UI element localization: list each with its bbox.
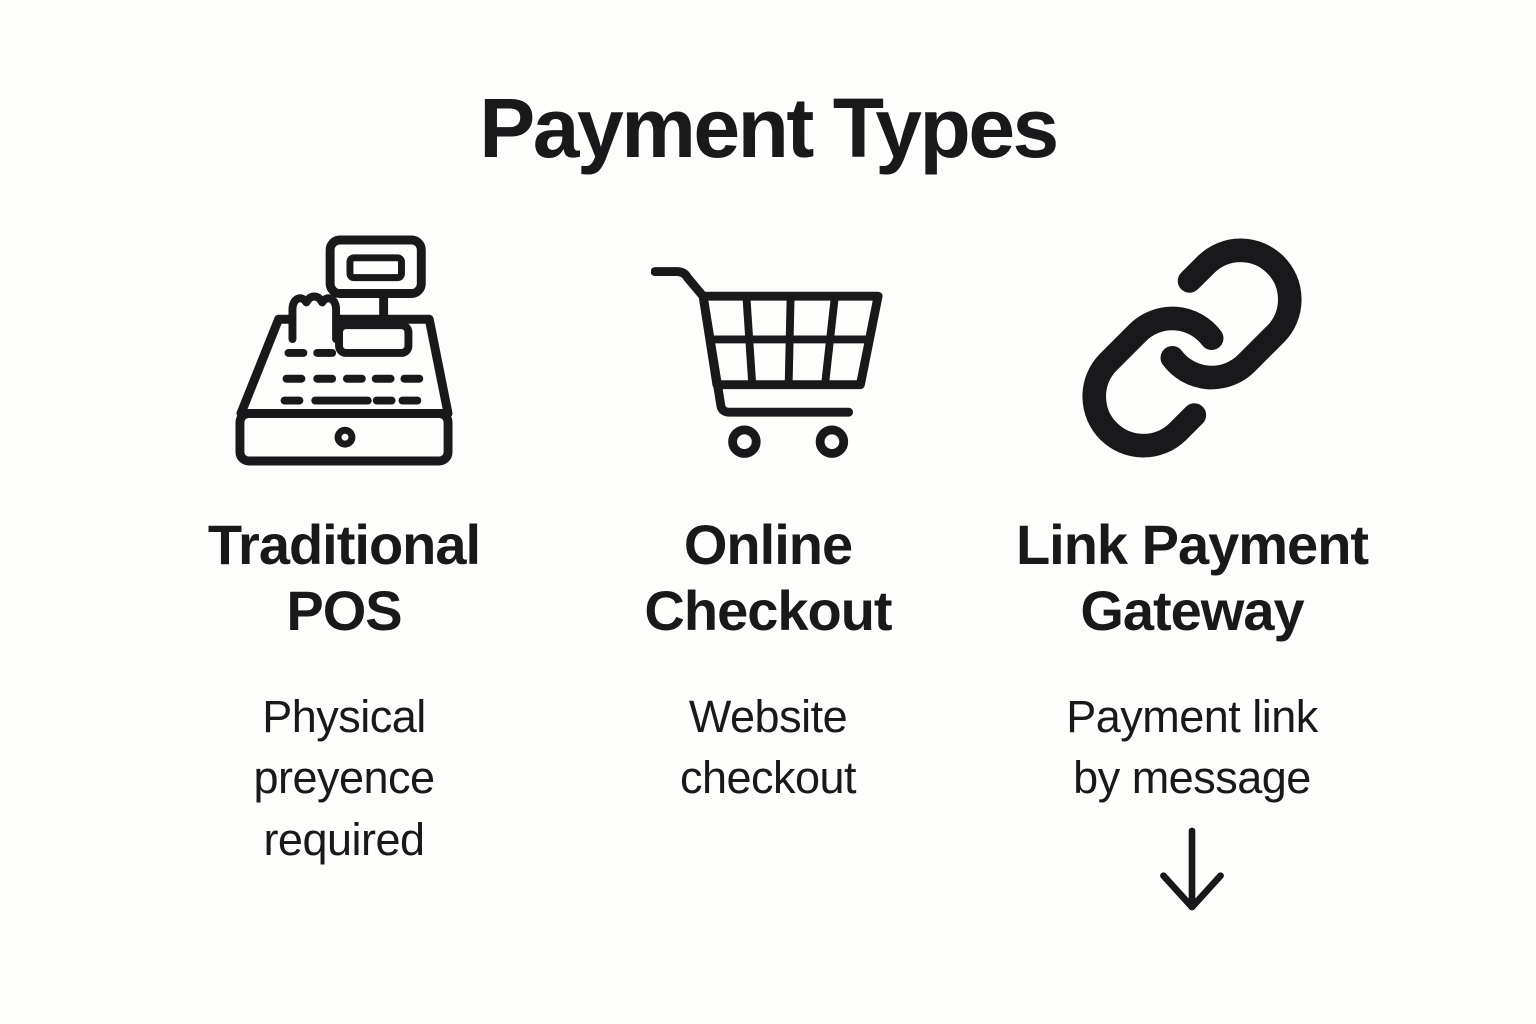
description-line: by message [1073, 752, 1311, 804]
column-description: Physical preyence required [253, 686, 435, 870]
description-line: Physical [262, 691, 426, 743]
cash-register-icon-svg [235, 235, 453, 466]
column-description: Website checkout [679, 686, 857, 808]
column-description: Payment link by message [1066, 686, 1318, 808]
column-heading: Online Checkout [644, 512, 892, 644]
down-arrow-icon-svg [1160, 827, 1224, 910]
shopping-cart-icon [651, 222, 885, 466]
link-icon [1074, 222, 1310, 466]
column-heading: Traditional POS [207, 512, 481, 644]
description-line: preyence [253, 752, 435, 804]
column-traditional-pos: Traditional POS Physical preyence requir… [132, 222, 556, 913]
column-online-checkout: Online Checkout Website checkout [556, 222, 980, 913]
description-line: Payment link [1066, 691, 1318, 743]
heading-line: POS [286, 579, 402, 643]
shopping-cart-icon-svg [651, 267, 883, 458]
description-line: Website [688, 691, 848, 743]
heading-line: Checkout [644, 579, 892, 643]
description-line: checkout [679, 752, 857, 804]
description-line: required [263, 813, 425, 865]
down-arrow-icon [1152, 825, 1232, 913]
heading-line: Traditional [207, 513, 481, 576]
cash-register-icon [234, 222, 454, 466]
column-link-payment-gateway: Link Payment Gateway Payment link by mes… [980, 222, 1404, 913]
payment-type-columns: Traditional POS Physical preyence requir… [0, 222, 1536, 913]
link-icon-svg [1082, 238, 1302, 458]
heading-line: Link Payment [1015, 513, 1369, 576]
heading-line: Gateway [1080, 579, 1304, 643]
column-heading: Link Payment Gateway [1015, 512, 1369, 644]
heading-line: Online [683, 513, 853, 576]
page-title: Payment Types [479, 81, 1059, 175]
